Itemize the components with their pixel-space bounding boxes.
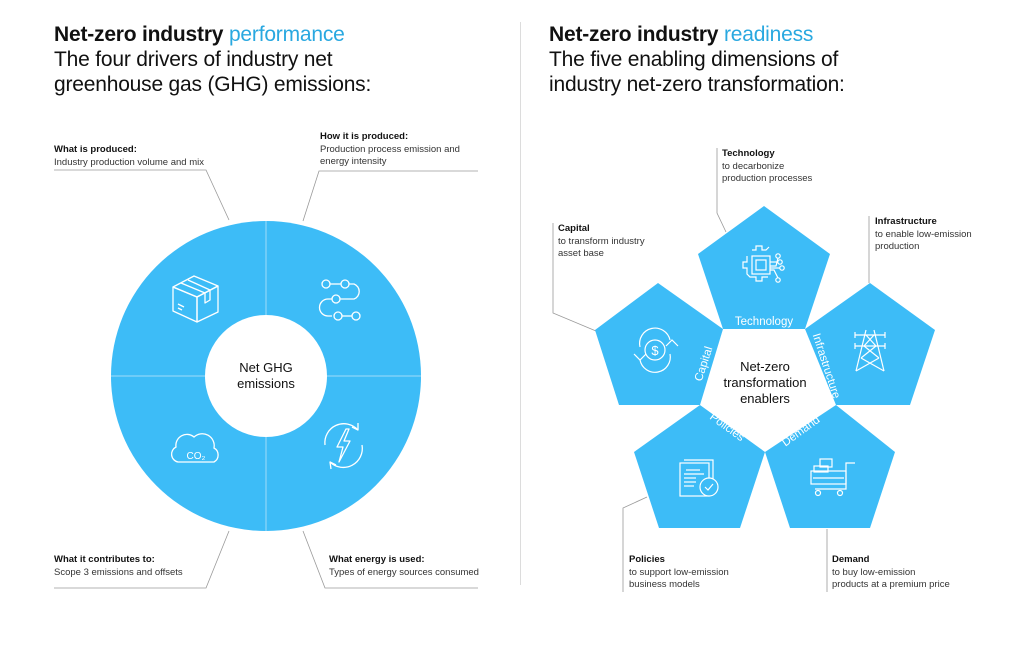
driver-heading: What it contributes to: [54,554,155,565]
driver-text: Production process emission and [320,143,460,155]
dollar-sign: $ [651,343,659,358]
package-box-icon [172,275,219,323]
enablers-center-line1: Net-zero [740,359,790,374]
driver-label-contributes-to: What it contributes to: Scope 3 emission… [54,554,183,579]
enabler-desc: products at a premium price [832,579,950,590]
ghg-donut: Net GHG emissions CO₂ [111,221,421,531]
enabler-heading: Infrastructure [875,216,937,227]
right-title: Net-zero industry readiness The five ena… [549,22,845,97]
pentagon-infrastructure[interactable] [805,283,935,405]
enabler-desc: production [875,241,920,252]
driver-heading: How it is produced: [320,131,409,142]
donut-center [205,315,327,437]
process-flow-icon [318,279,361,321]
pentagon-label-technology: Technology [735,316,793,328]
enablers-center-line3: enablers [740,391,790,406]
enabler-heading: Technology [722,148,775,159]
dollar-cycle-icon: $ [633,327,679,373]
driver-label-how-produced: How it is produced: Production process e… [320,131,460,169]
leader-line-capital [552,223,597,332]
enabler-desc: to transform industry [558,235,645,247]
left-title: Net-zero industry performance The four d… [54,22,371,97]
driver-label-energy-used: What energy is used: Types of energy sou… [329,554,479,579]
leader-line-policies [622,496,648,592]
renewable-energy-icon [324,423,363,470]
panel-divider [520,22,521,585]
enabler-desc: to buy low-emission [832,566,916,578]
driver-heading: What is produced: [54,144,137,155]
document-check-icon [679,459,719,497]
enabler-desc: asset base [558,248,604,259]
donut-center-line2: emissions [237,376,295,391]
enabler-desc: to decarbonize [722,160,785,172]
co2-label: CO₂ [187,451,206,462]
pentagon-technology[interactable] [698,206,830,329]
shopping-cart-icon [810,458,855,497]
right-title-accent: readiness [723,23,814,46]
enabler-label-technology: Technology to decarbonize production pro… [722,148,812,186]
enabler-desc: to enable low-emission [875,228,972,240]
left-title-bold: Net-zero industry [54,23,224,46]
left-leader-lines [54,169,478,589]
power-pylon-icon [854,329,886,372]
enabler-desc: production processes [722,173,813,184]
enablers-center-line2: transformation [723,375,806,390]
enabler-label-policies: Policies to support low-emission busines… [629,554,729,592]
enabler-heading: Demand [832,554,870,565]
donut-center-line1: Net GHG [239,360,292,375]
enabler-label-capital: Capital to transform industry asset base [558,223,645,261]
driver-text: Types of energy sources consumed [329,566,479,578]
right-subtitle-line1: The five enabling dimensions of [549,48,839,71]
enabler-label-infrastructure: Infrastructure to enable low-emission pr… [875,216,972,254]
enabler-label-demand: Demand to buy low-emission products at a… [832,554,950,592]
enabler-desc: business models [629,579,700,590]
driver-heading: What energy is used: [329,554,425,565]
right-leader-lines [552,148,870,592]
leader-line-what-produced [54,169,230,221]
leader-line-energy-used [302,530,478,589]
driver-text: Industry production volume and mix [54,156,204,168]
enabler-heading: Policies [629,554,665,565]
leader-line-contributes-to [54,530,230,589]
left-subtitle-line2: greenhouse gas (GHG) emissions: [54,73,372,96]
enabler-desc: to support low-emission [629,566,729,578]
driver-text: Scope 3 emissions and offsets [54,566,183,578]
pentagon-capital[interactable] [595,283,723,405]
driver-label-what-produced: What is produced: Industry production vo… [54,144,204,169]
enabler-heading: Capital [558,223,590,234]
leader-line-how-produced [302,170,478,222]
co2-cloud-icon: CO₂ [170,433,219,463]
left-subtitle-line1: The four drivers of industry net [54,48,333,71]
chip-gear-icon [742,245,785,283]
leader-line-technology [716,148,727,233]
left-title-accent: performance [228,23,345,46]
right-subtitle-line2: industry net-zero transformation: [549,73,845,96]
right-title-bold: Net-zero industry [549,23,719,46]
driver-text: energy intensity [320,156,387,167]
